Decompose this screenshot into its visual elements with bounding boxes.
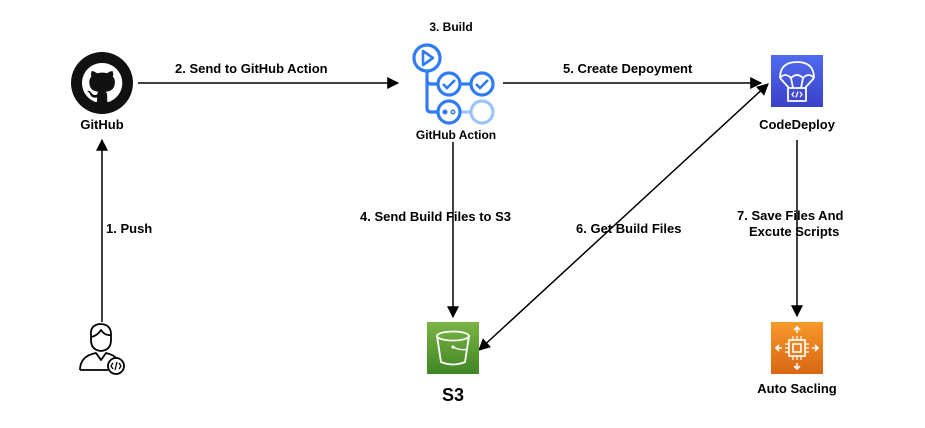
github-action-node: 3. Build GitHub Action <box>412 20 496 142</box>
parachute-code-icon <box>771 55 823 107</box>
build-step-label: 3. Build <box>429 20 472 34</box>
autoscaling-label: Auto Sacling <box>757 381 837 396</box>
edge-label-create-deployment: 5. Create Depoyment <box>563 61 693 76</box>
edge-label-push: 1. Push <box>106 221 152 236</box>
github-actions-workflow-icon <box>412 43 495 125</box>
github-action-label: GitHub Action <box>416 128 496 142</box>
autoscaling-node: Auto Sacling <box>757 322 837 396</box>
s3-node: S3 <box>427 322 479 405</box>
edge-label-save-files-1: 7. Save Files And <box>737 208 844 223</box>
edge-get-build-files <box>478 83 769 351</box>
edge-label-get-build: 6. Get Build Files <box>576 221 681 236</box>
edge-label-send-build: 4. Send Build Files to S3 <box>360 209 511 224</box>
github-octocat-icon <box>71 52 133 114</box>
codedeploy-node: CodeDeploy <box>759 55 836 132</box>
github-label: GitHub <box>80 117 123 132</box>
s3-label: S3 <box>442 385 464 405</box>
developer-user-icon <box>79 323 125 375</box>
developer-node <box>79 323 125 375</box>
codedeploy-label: CodeDeploy <box>759 117 836 132</box>
edge-label-save-files-2: Excute Scripts <box>749 224 839 239</box>
edge-label-send-to-action: 2. Send to GitHub Action <box>175 61 328 76</box>
bucket-icon <box>427 322 479 374</box>
github-node: GitHub <box>71 52 133 132</box>
chip-arrows-icon <box>771 322 823 374</box>
